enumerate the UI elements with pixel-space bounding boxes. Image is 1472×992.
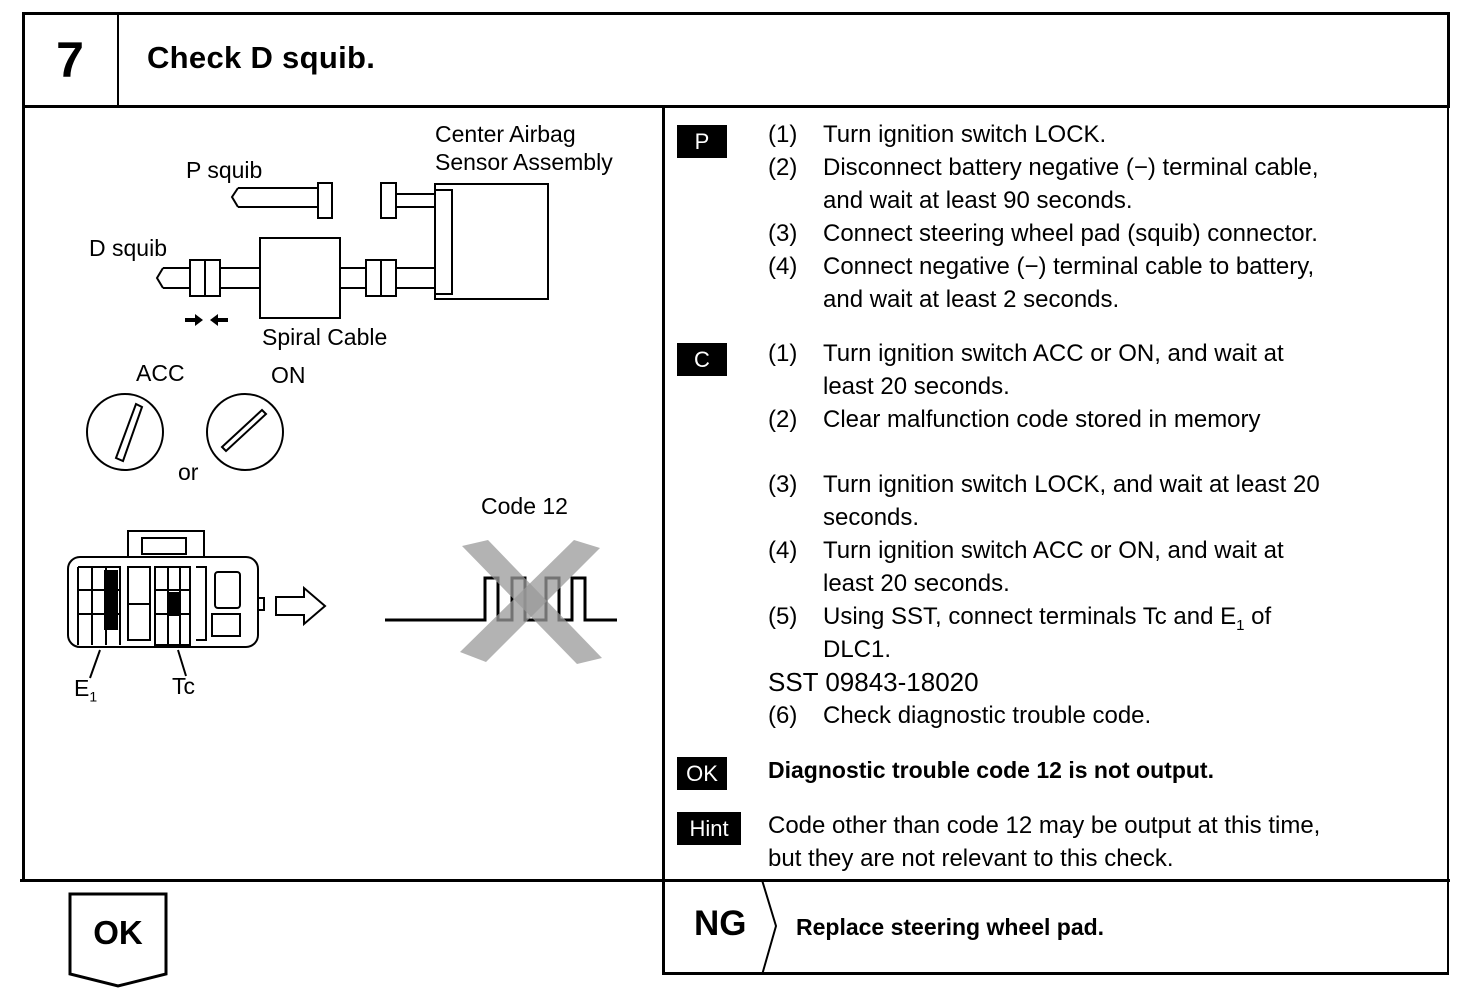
- hint-text-1: Code other than code 12 may be output at…: [768, 812, 1321, 839]
- c-step-2: (2)Clear malfunction code stored in memo…: [768, 406, 1261, 433]
- ng-action-text: Replace steering wheel pad.: [796, 914, 1105, 940]
- c-step-1: (1)Turn ignition switch ACC or ON, and w…: [768, 340, 1284, 367]
- acc-knob: [86, 393, 164, 471]
- p-tag: P: [677, 125, 727, 158]
- c-step-5: (5)Using SST, connect terminals Tc and E…: [768, 603, 1272, 634]
- cross-mark: [460, 540, 602, 664]
- sst-number: SST 09843-18020: [768, 667, 979, 697]
- c-step-6: (6)Check diagnostic trouble code.: [768, 702, 1152, 729]
- ok-flow-box: [68, 892, 168, 988]
- c-step-3-cont: seconds.: [823, 504, 920, 531]
- ok-flow-label: OK: [93, 914, 143, 951]
- c-step-3: (3)Turn ignition switch LOCK, and wait a…: [768, 471, 1320, 498]
- p-step-2-cont: and wait at least 90 seconds.: [823, 187, 1133, 214]
- d-squib-label: D squib: [89, 235, 167, 261]
- or-label: or: [178, 459, 199, 485]
- spiral-cable-label: Spiral Cable: [262, 324, 388, 350]
- on-knob: [206, 393, 284, 471]
- acc-label: ACC: [136, 360, 185, 386]
- p-squib-label: P squib: [186, 157, 263, 183]
- p-step-1: (1)Turn ignition switch LOCK.: [768, 121, 1107, 148]
- ng-label: NG: [694, 904, 747, 943]
- e1-label: E1: [74, 675, 98, 705]
- c-tag: C: [677, 343, 727, 376]
- c-step-4-cont: least 20 seconds.: [823, 570, 1010, 597]
- push-arrow-left: [210, 314, 228, 326]
- tc-label: Tc: [172, 673, 195, 699]
- ng-divider: [761, 880, 778, 975]
- step-number: 7: [56, 32, 84, 88]
- center-airbag-label-2: Sensor Assembly: [435, 149, 613, 175]
- ok-result-text: Diagnostic trouble code 12 is not output…: [768, 757, 1214, 783]
- hint-tag: Hint: [677, 812, 741, 845]
- hint-text-2: but they are not relevant to this check.: [768, 845, 1174, 872]
- p-step-4: (4)Connect negative (−) terminal cable t…: [768, 253, 1315, 280]
- c-step-4: (4)Turn ignition switch ACC or ON, and w…: [768, 537, 1284, 564]
- push-arrow-right: [185, 314, 203, 326]
- code12-label: Code 12: [481, 493, 568, 519]
- p-step-3: (3)Connect steering wheel pad (squib) co…: [768, 220, 1318, 247]
- center-airbag-label-1: Center Airbag: [435, 121, 576, 147]
- c-step-1-cont: least 20 seconds.: [823, 373, 1010, 400]
- on-label: ON: [271, 362, 306, 388]
- tc-terminal: [169, 592, 181, 616]
- p-step-4-cont: and wait at least 2 seconds.: [823, 286, 1120, 313]
- dlc-connector: [67, 556, 259, 648]
- wiring-diagram: [67, 182, 617, 679]
- ok-tag: OK: [677, 757, 727, 790]
- e1-terminal: [104, 570, 118, 630]
- step-title: Check D squib.: [147, 40, 376, 75]
- p-step-2: (2)Disconnect battery negative (−) termi…: [768, 154, 1319, 181]
- c-step-5-cont: DLC1.: [823, 636, 892, 663]
